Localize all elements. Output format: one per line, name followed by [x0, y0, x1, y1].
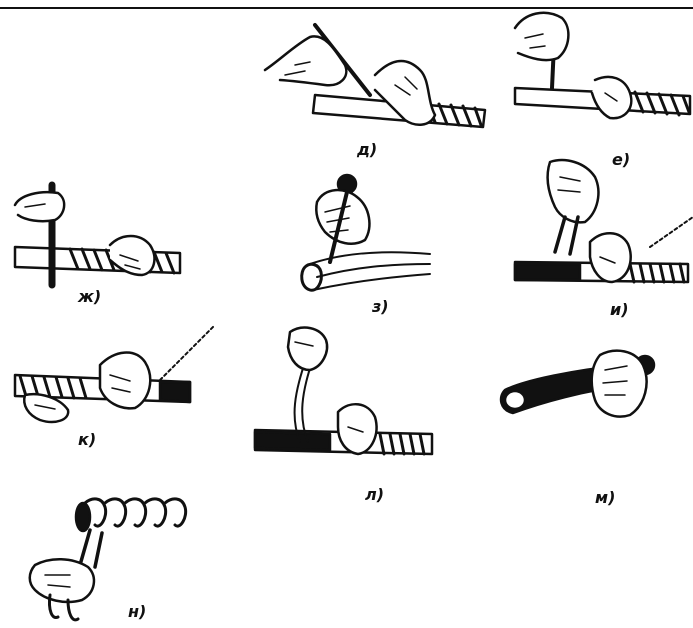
figure-label-z: з)	[372, 297, 389, 316]
figure-l-wrapping-tape: л)	[250, 322, 440, 512]
pliers-jaws	[80, 530, 102, 567]
figure-n-twisting-strands: н)	[10, 495, 210, 628]
figure-label-zh: ж)	[78, 287, 101, 306]
figure-label-l: л)	[365, 485, 384, 504]
cable-end	[505, 391, 525, 409]
cable-right-dark	[160, 382, 190, 402]
cable-sheath-lines	[310, 252, 430, 290]
figure-label-m: м)	[595, 488, 615, 507]
illustration-i	[510, 152, 693, 324]
cable-left-dark	[255, 432, 330, 450]
figure-d-knife-stripping: д)	[255, 15, 495, 170]
spiral-coil	[85, 499, 186, 526]
left-hand	[265, 36, 346, 85]
hand	[30, 559, 94, 602]
illustration-m	[495, 345, 670, 515]
right-hand	[338, 404, 376, 454]
figure-k-binding-wire: к)	[10, 320, 220, 455]
figure-label-n: н)	[128, 602, 146, 621]
figure-zh-screwing-armor: ж)	[10, 175, 190, 310]
hand	[592, 351, 647, 417]
right-hand	[590, 233, 631, 282]
figure-z-cutting-insulation: з)	[295, 172, 435, 322]
right-hand	[100, 353, 150, 409]
cable-end	[76, 503, 90, 531]
upper-hand	[515, 13, 568, 60]
illustration-n	[10, 495, 210, 628]
figure-label-k: к)	[78, 430, 96, 449]
illustration-e	[500, 8, 693, 168]
cable-armor-dark	[515, 264, 580, 280]
wire-strand	[160, 325, 215, 380]
illustration-z	[295, 172, 435, 322]
illustration-l	[250, 322, 440, 512]
upper-hand	[15, 192, 64, 221]
figure-e-cutting-sheath: е)	[500, 8, 693, 168]
illustration-k	[10, 320, 220, 455]
figure-label-i: и)	[610, 300, 629, 319]
upper-hand	[288, 328, 327, 370]
figure-m-finished-end: м)	[495, 345, 670, 515]
figure-i-cutting-armor: и)	[510, 152, 693, 324]
figure-label-d: д)	[357, 140, 377, 159]
wire-strand	[650, 217, 693, 247]
